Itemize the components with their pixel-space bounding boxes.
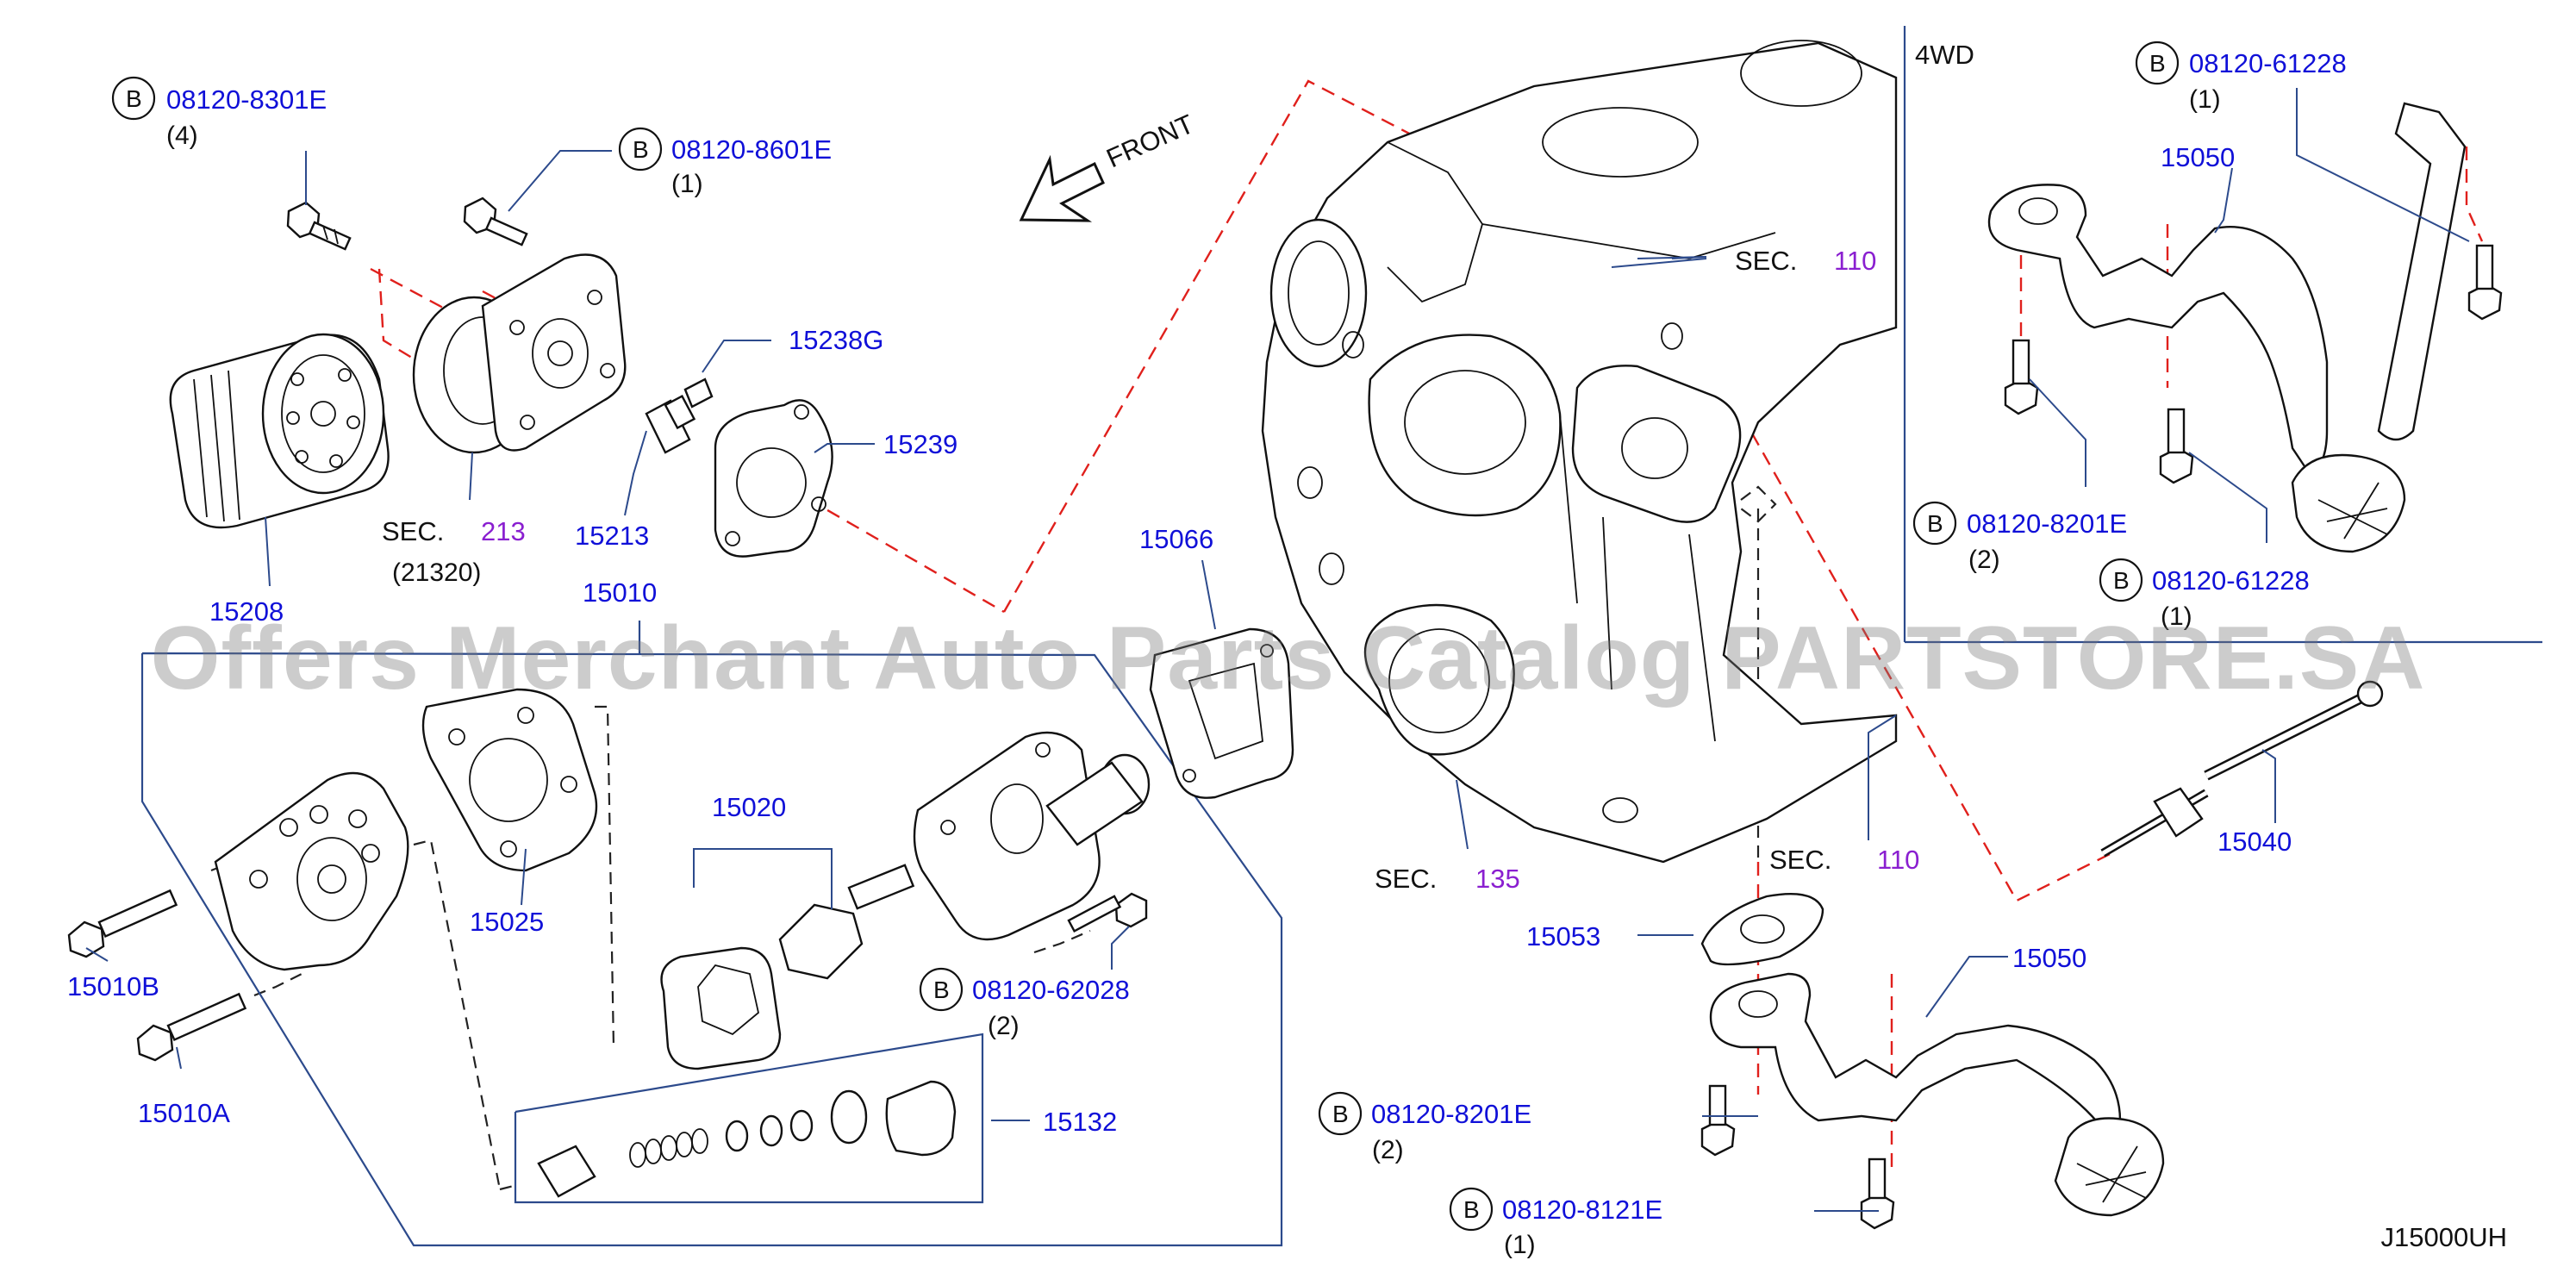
part-qty-08120-8201e-4wd: (2) — [1968, 546, 2000, 574]
section-213-number: 213 — [481, 516, 526, 546]
bolt-markers: B B B B B B B B — [111, 41, 2180, 1232]
part-label-08120-61228-upper: 08120-61228 — [2189, 48, 2347, 78]
oil-pressure-switch — [645, 377, 714, 454]
oil-filter — [169, 333, 390, 529]
part-label-15132: 15132 — [1043, 1107, 1117, 1137]
bolt-61228-lower — [2159, 408, 2194, 484]
gasket-15025 — [421, 688, 598, 872]
pump-rotor-shaft — [778, 864, 915, 980]
bolt-15010b — [67, 889, 178, 958]
part-label-15053: 15053 — [1526, 921, 1600, 951]
bolt-62028 — [1067, 892, 1148, 933]
bolt-8201e-4wd — [2004, 339, 2039, 415]
bolt-15010a — [136, 992, 247, 1062]
part-label-15239: 15239 — [883, 429, 957, 459]
bolt-8601e — [463, 197, 528, 246]
part-qty-08120-8301e: (4) — [166, 122, 198, 150]
bolt-marker-5: B — [1463, 1196, 1480, 1223]
strainer-4wd — [1987, 102, 2467, 553]
part-label-15020: 15020 — [712, 792, 786, 822]
filter-bracket — [412, 253, 627, 454]
part-label-15010: 15010 — [583, 577, 657, 608]
part-label-08120-62028: 08120-62028 — [972, 975, 1130, 1005]
relief-valve-kit — [537, 1080, 957, 1198]
gasket-15066 — [1149, 627, 1294, 799]
gasket-15053 — [1700, 893, 1824, 966]
frames — [140, 26, 2542, 1247]
variant-label-4wd: 4WD — [1915, 40, 1974, 70]
part-qty-08120-61228-upper: (1) — [2189, 85, 2221, 114]
part-label-15050-lower: 15050 — [2012, 943, 2086, 973]
leader-lines — [85, 88, 2470, 1212]
part-qty-08120-8601e: (1) — [671, 170, 703, 198]
section-110-lower-prefix: SEC. — [1769, 845, 1831, 875]
part-label-15238g: 15238G — [789, 325, 883, 355]
bolt-8121e — [1860, 1157, 1895, 1230]
strainer-lower — [1709, 972, 2165, 1217]
part-label-15050-4wd: 15050 — [2161, 142, 2235, 172]
front-label: FRONT — [1102, 109, 1199, 173]
part-label-08120-8201e-lower: 08120-8201E — [1371, 1099, 1531, 1129]
part-label-15040: 15040 — [2217, 827, 2292, 857]
section-135-prefix: SEC. — [1375, 864, 1437, 894]
bolt-8301e — [286, 201, 352, 251]
part-label-15010a: 15010A — [138, 1098, 230, 1128]
section-213-prefix: SEC. — [382, 516, 444, 546]
diagram-code: J15000UH — [2380, 1222, 2507, 1252]
bolt-61228-upper — [2467, 244, 2503, 321]
bolt-marker-1: B — [126, 85, 142, 112]
part-label-08120-8601e: 08120-8601E — [671, 134, 832, 165]
part-label-15213: 15213 — [575, 521, 649, 551]
pump-gear-outer — [660, 946, 782, 1070]
bolt-8201e-lower — [1700, 1084, 1736, 1157]
part-qty-08120-8201e-lower: (2) — [1372, 1136, 1404, 1164]
part-qty-08120-62028: (2) — [988, 1012, 1020, 1040]
oil-pump-cover — [214, 771, 409, 971]
dipstick — [2100, 680, 2384, 858]
bolt-marker-8: B — [2113, 567, 2130, 594]
part-qty-08120-61228-lower: (1) — [2161, 602, 2192, 631]
part-label-15208: 15208 — [209, 596, 284, 627]
front-arrow: FRONT — [1019, 109, 1199, 222]
bolt-marker-6: B — [2149, 50, 2166, 77]
bolt-marker-4: B — [1332, 1101, 1349, 1127]
part-qty-08120-8121e: (1) — [1504, 1231, 1536, 1259]
part-label-15010b: 15010B — [67, 971, 159, 1001]
section-110-lower-number: 110 — [1877, 845, 1919, 875]
engine-block — [1261, 40, 1898, 864]
part-labels: 08120-8301E (4) 08120-8601E (1) 15238G 1… — [67, 48, 2347, 1259]
pump-body — [913, 731, 1151, 941]
bolt-marker-3: B — [933, 976, 950, 1003]
part-label-08120-8301e: 08120-8301E — [166, 84, 327, 115]
section-110-upper-number: 110 — [1834, 246, 1876, 276]
gasket-15239 — [714, 399, 833, 558]
bolt-marker-2: B — [633, 136, 649, 163]
part-label-08120-8201e-4wd: 08120-8201E — [1967, 508, 2127, 539]
section-110-upper-prefix: SEC. — [1735, 246, 1797, 276]
part-label-15066: 15066 — [1139, 524, 1213, 554]
section-refs: SEC. 213 (21320) SEC. 110 SEC. 135 SEC. … — [382, 246, 1919, 894]
watermark: Offers Merchant Auto Parts Catalog PARTS… — [150, 608, 2426, 708]
part-label-15025: 15025 — [470, 907, 544, 937]
section-135-number: 135 — [1475, 864, 1520, 894]
part-label-08120-61228-lower: 08120-61228 — [2152, 565, 2310, 596]
bolt-marker-7: B — [1927, 510, 1943, 537]
section-213-sub: (21320) — [392, 558, 481, 587]
part-label-08120-8121e: 08120-8121E — [1502, 1195, 1662, 1225]
